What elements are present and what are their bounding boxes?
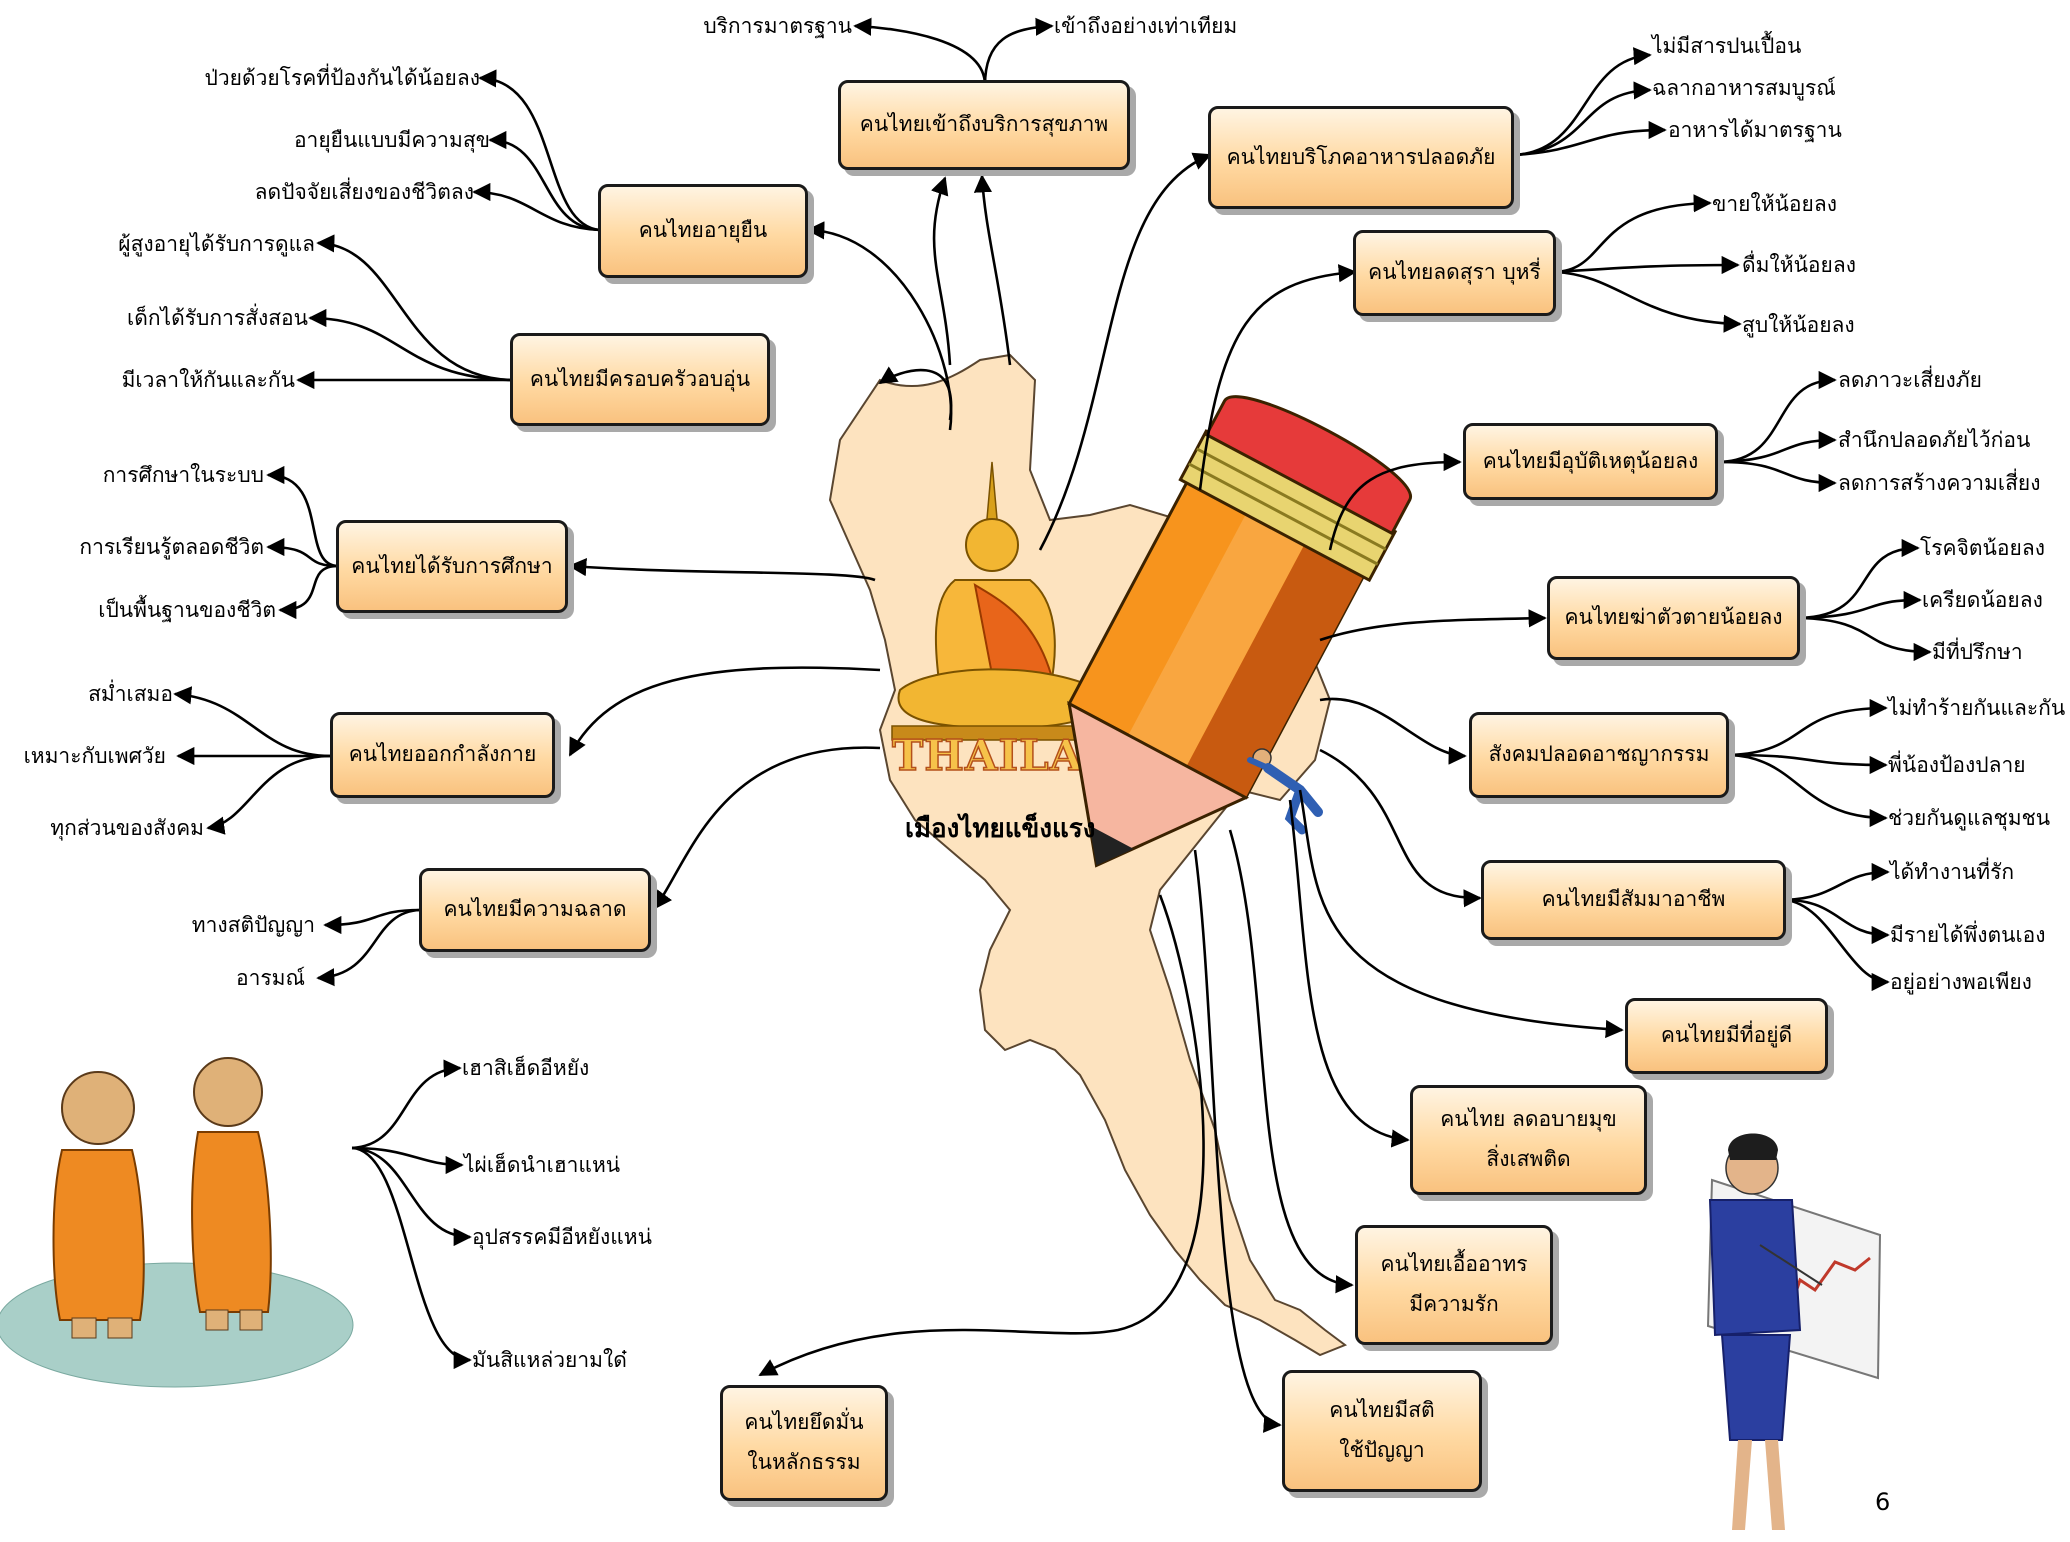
leaf-equal-access: เข้าถึงอย่างเท่าเทียม (1054, 14, 1238, 38)
node-fewer-suicides[interactable]: คนไทยฆ่าตัวตายน้อยลง (1547, 576, 1800, 660)
leaf-community-care: ช่วยกันดูแลชุมชน (1888, 806, 2051, 830)
leaf-formal-education: การศึกษาในระบบ (102, 463, 264, 487)
leaf-monk-question-1: เฮาสิเฮ็ดอีหยัง (462, 1056, 590, 1080)
leaf-loved-work: ได้ทำงานที่รัก (1890, 860, 2015, 884)
node-generous-loving[interactable]: คนไทยเอื้ออาทร มีความรัก (1355, 1225, 1553, 1345)
leaf-no-harm: ไม่ทำร้ายกันและกัน (1888, 696, 2066, 720)
leaf-less-preventable-disease: ป่วยด้วยโรคที่ป้องกันได้น้อยลง (204, 66, 480, 90)
node-reduce-vices-line1: คนไทย ลดอบายมุข (1440, 1107, 1617, 1132)
leaf-safety-first: สำนึกปลอดภัยไว้ก่อน (1838, 428, 2031, 452)
leaf-children-taught: เด็กได้รับการสั่งสอน (127, 306, 308, 330)
leaf-monk-question-4: มันสิแหล่วยามใด๋ (472, 1348, 627, 1372)
center-title: เมืองไทยแข็งแรง (905, 814, 1096, 844)
node-exercise[interactable]: คนไทยออกกำลังกาย (330, 712, 555, 798)
pencil-icon (1067, 395, 1412, 868)
node-generous-line1: คนไทยเอื้ออาทร (1380, 1252, 1528, 1277)
leaf-intellectual: ทางสติปัญญา (191, 913, 315, 937)
leaf-monk-question-3: อุปสรรคมีอีหยังแหน่ (472, 1225, 652, 1249)
node-safe-food[interactable]: คนไทยบริโภคอาหารปลอดภัย (1208, 106, 1514, 209)
leaf-happy-long-life: อายุยืนแบบมีความสุข (293, 128, 490, 152)
node-right-livelihood[interactable]: คนไทยมีสัมมาอาชีพ (1481, 860, 1786, 940)
node-dharma-line1: คนไทยยึดมั่น (744, 1410, 864, 1435)
monks-icon (0, 1057, 354, 1388)
leaf-elderly-cared: ผู้สูงอายุได้รับการดูแล (118, 232, 315, 256)
leaf-no-contaminants: ไม่มีสารปนเปื้อน (1652, 34, 1802, 58)
leaf-self-reliant-income: มีรายได้พึ่งตนเอง (1890, 923, 2046, 947)
node-mindful-line1: คนไทยมีสติ (1329, 1398, 1435, 1423)
leaf-less-stress: เครียดน้อยลง (1922, 588, 2043, 612)
leaf-regularly: สม่ำเสมอ (88, 682, 173, 706)
node-health-access[interactable]: คนไทยเข้าถึงบริการสุขภาพ (838, 80, 1130, 170)
leaf-reduce-danger: ลดภาวะเสี่ยงภัย (1838, 368, 1982, 392)
node-mindful-wise[interactable]: คนไทยมีสติ ใช้ปัญญา (1282, 1370, 1482, 1492)
leaf-life-foundation: เป็นพื้นฐานของชีวิต (98, 598, 276, 622)
node-reduce-alcohol-tobacco[interactable]: คนไทยลดสุรา บุหรี่ (1353, 230, 1556, 316)
leaf-standard-food: อาหารได้มาตรฐาน (1668, 118, 1842, 142)
node-generous-line2: มีความรัก (1409, 1292, 1499, 1316)
leaf-less-mental-illness: โรคจิตน้อยลง (1920, 536, 2045, 560)
node-warm-family[interactable]: คนไทยมีครอบครัวอบอุ่น (510, 333, 770, 426)
leaf-suitable-for-age: เหมาะกับเพศวัย (23, 744, 166, 768)
node-long-life[interactable]: คนไทยอายุยืน (598, 184, 808, 278)
node-dharma[interactable]: คนไทยยึดมั่น ในหลักธรรม (720, 1385, 888, 1501)
node-fewer-accidents[interactable]: คนไทยมีอุบัติเหตุน้อยลง (1463, 423, 1718, 500)
buddha-statue-icon (891, 461, 1103, 741)
leaf-reduce-risk-creation: ลดการสร้างความเสี่ยง (1838, 471, 2041, 495)
leaf-has-counselor: มีที่ปรึกษา (1932, 640, 2023, 664)
node-good-housing[interactable]: คนไทยมีที่อยู่ดี (1625, 998, 1828, 1074)
leaf-time-for-each-other: มีเวลาให้กันและกัน (121, 368, 295, 392)
leaf-lifelong-learning: การเรียนรู้ตลอดชีวิต (79, 535, 264, 559)
leaf-all-of-society: ทุกส่วนของสังคม (50, 816, 204, 840)
node-reduce-vices-line2: สิ่งเสพติด (1486, 1147, 1571, 1171)
node-dharma-line2: ในหลักธรรม (747, 1450, 861, 1474)
leaf-reduce-risk-factors: ลดปัจจัยเสี่ยงของชีวิตลง (254, 180, 474, 204)
leaf-monk-question-2: ไผ่เฮ็ดนำเฮาแหน่ (464, 1153, 621, 1177)
leaf-emotional: อารมณ์ (235, 966, 305, 990)
leaf-drink-less: ดื่มให้น้อยลง (1742, 253, 1856, 277)
presenter-woman-icon (1706, 1133, 1882, 1530)
leaf-sell-less: ขายให้น้อยลง (1712, 192, 1837, 216)
node-mindful-line2: ใช้ปัญญา (1339, 1438, 1425, 1462)
page-number: 6 (1875, 1488, 1891, 1516)
node-intelligence[interactable]: คนไทยมีความฉลาด (419, 868, 651, 952)
leaf-standard-service: บริการมาตรฐาน (703, 14, 852, 38)
leaf-complete-labels: ฉลากอาหารสมบูรณ์ (1652, 76, 1836, 100)
leaf-neighbors-protect: พี่น้องป้องปลาย (1888, 753, 2026, 777)
leaf-sufficiency: อยู่อย่างพอเพียง (1890, 970, 2032, 994)
node-education[interactable]: คนไทยได้รับการศึกษา (336, 520, 568, 613)
leaf-smoke-less: สูบให้น้อยลง (1742, 313, 1855, 337)
node-crime-free-society[interactable]: สังคมปลอดอาชญากรรม (1469, 712, 1729, 798)
node-reduce-vices-drugs[interactable]: คนไทย ลดอบายมุข สิ่งเสพติด (1410, 1085, 1647, 1195)
